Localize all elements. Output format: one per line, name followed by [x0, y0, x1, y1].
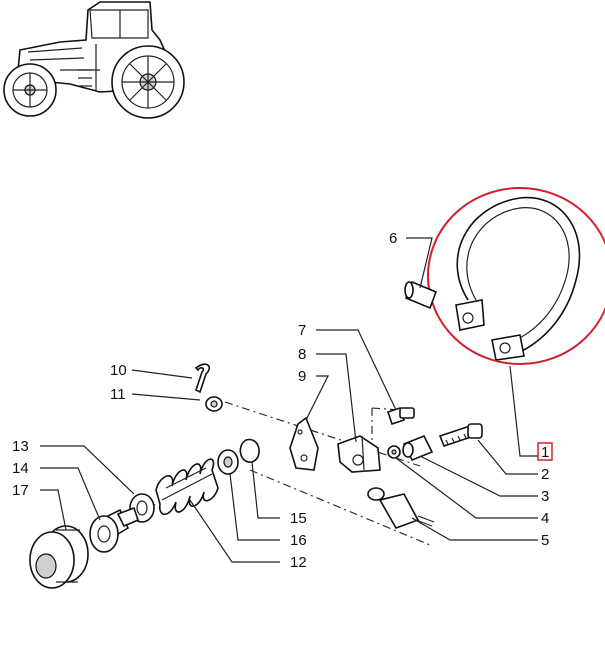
callout-17[interactable]: 17 — [12, 482, 29, 499]
callout-15[interactable]: 15 — [290, 510, 307, 527]
rod-end-part-5[interactable] — [367, 487, 435, 529]
washer-part-11[interactable] — [205, 396, 223, 412]
assembly-axis-lines — [117, 401, 431, 546]
callout-2[interactable]: 2 — [541, 466, 549, 483]
screw-part-2[interactable] — [438, 423, 483, 447]
pulley-part-17[interactable] — [29, 525, 89, 589]
circlip-part-15[interactable] — [239, 438, 260, 463]
callout-13[interactable]: 13 — [12, 438, 29, 455]
cotter-pin-part-10[interactable] — [194, 363, 211, 394]
pin-part-6[interactable] — [404, 280, 438, 310]
callout-10[interactable]: 10 — [110, 362, 127, 379]
leader-lines — [40, 237, 538, 563]
bolt-part-7[interactable] — [386, 406, 415, 426]
callout-5[interactable]: 5 — [541, 532, 549, 549]
band-clamp-part-1[interactable] — [455, 196, 581, 361]
callout-8[interactable]: 8 — [298, 346, 306, 363]
callout-7[interactable]: 7 — [298, 322, 306, 339]
spring-part-12[interactable] — [155, 458, 219, 516]
lever-part-9[interactable] — [289, 416, 319, 471]
callout-1[interactable]: 1 — [541, 444, 549, 461]
callout-9[interactable]: 9 — [298, 368, 306, 385]
washer-part-4[interactable] — [387, 445, 401, 459]
callout-14[interactable]: 14 — [12, 460, 29, 477]
callout-11[interactable]: 11 — [110, 386, 126, 403]
callout-6[interactable]: 6 — [389, 230, 397, 247]
callout-16[interactable]: 16 — [290, 532, 307, 549]
bracket-part-8[interactable] — [337, 435, 381, 473]
bushing-part-14[interactable] — [89, 506, 139, 553]
sleeve-part-3[interactable] — [402, 434, 434, 462]
callout-12[interactable]: 12 — [290, 554, 307, 571]
callout-labels: 1 2 3 4 5 6 7 8 9 10 11 12 13 14 15 16 1… — [12, 230, 553, 571]
tractor-thumbnail — [3, 1, 185, 119]
highlight-ring — [427, 187, 605, 365]
washer-part-16[interactable] — [217, 449, 239, 475]
callout-4[interactable]: 4 — [541, 510, 549, 527]
callout-3[interactable]: 3 — [541, 488, 549, 505]
selected-callout-box — [537, 442, 553, 461]
